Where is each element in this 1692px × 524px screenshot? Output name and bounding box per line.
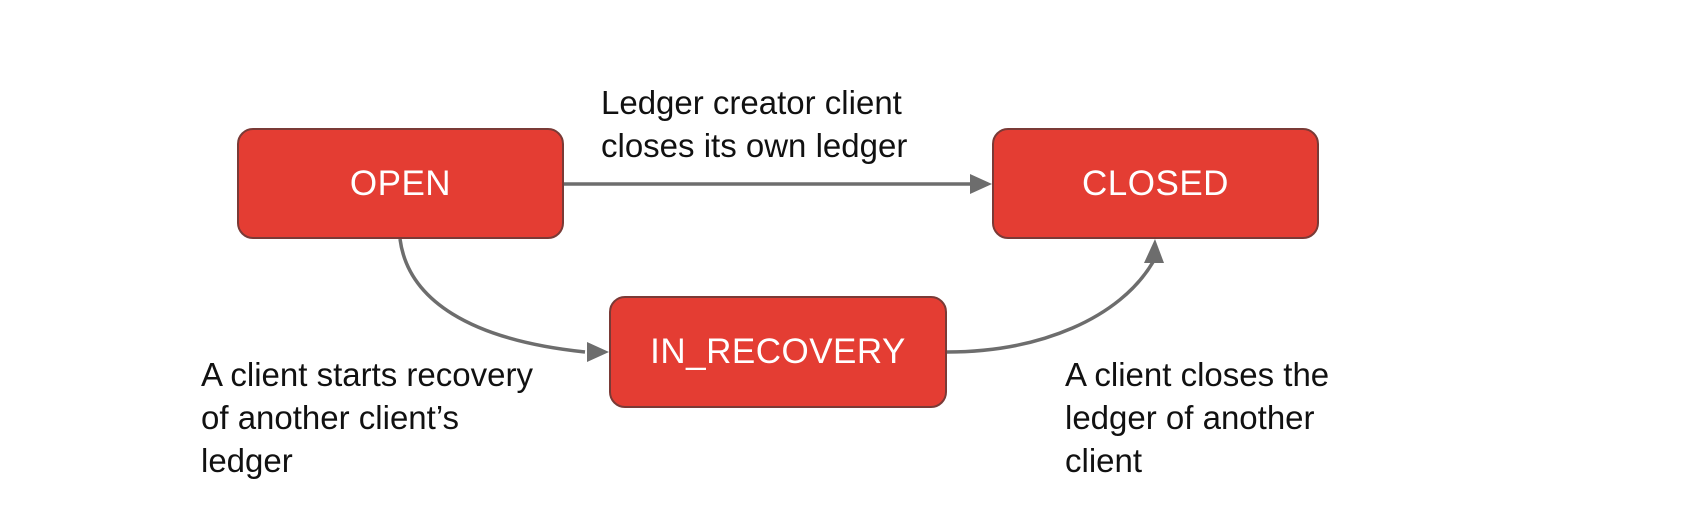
arrowhead-open-to-recovery — [587, 342, 609, 362]
edge-open-to-recovery — [398, 238, 586, 354]
state-open-node: OPEN — [237, 128, 564, 239]
edge-recovery-to-closed — [946, 261, 1155, 354]
transition-label-recovery-to-closed: A client closes the ledger of another cl… — [1065, 356, 1330, 479]
state-in-recovery-node: IN_RECOVERY — [609, 296, 947, 408]
state-closed-node: CLOSED — [992, 128, 1319, 239]
transition-label-open-to-closed: Ledger creator client closes its own led… — [601, 84, 908, 164]
transition-label-open-to-recovery: A client starts recovery of another clie… — [201, 356, 533, 479]
arrowhead-open-to-closed — [970, 174, 992, 194]
state-open-label: OPEN — [349, 163, 452, 203]
arrowhead-recovery-to-closed — [1144, 239, 1164, 263]
state-in-recovery-label: IN_RECOVERY — [650, 332, 906, 371]
state-closed-label: CLOSED — [1082, 163, 1229, 203]
